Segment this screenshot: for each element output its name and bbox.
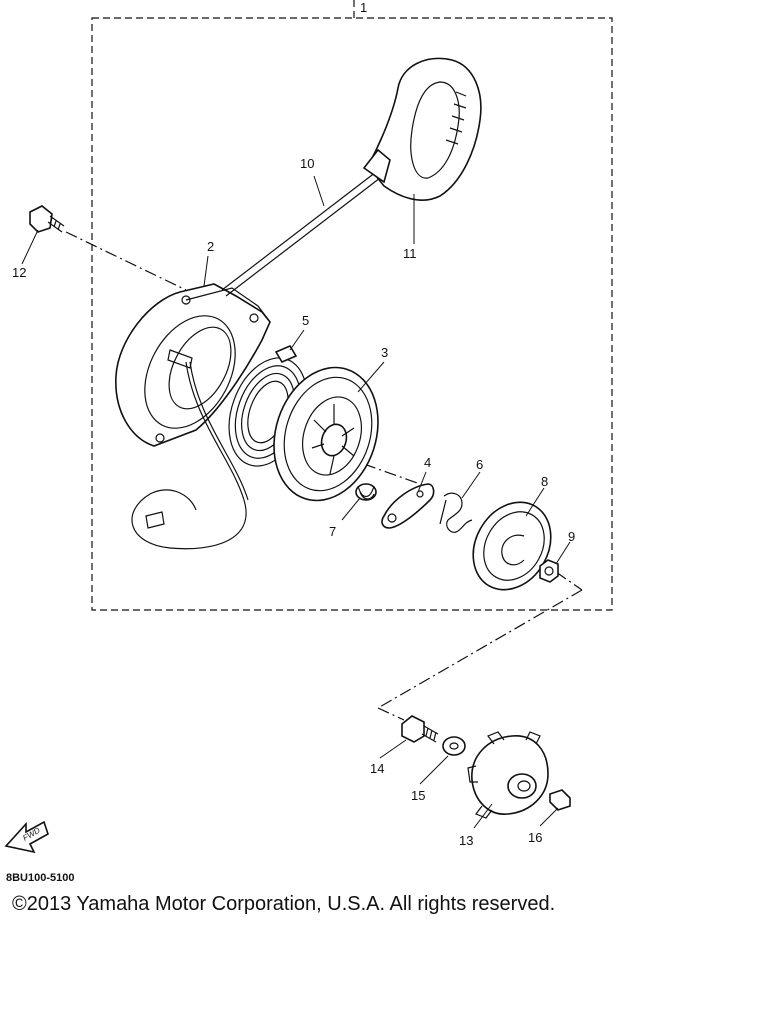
- nut-part-9: [539, 559, 559, 583]
- pulley-part-13: [467, 731, 549, 819]
- callout-14: 14: [370, 761, 384, 776]
- callout-labels: 1 2 3 4 5 6 7 8 9 10 11 12 13 14 15 16: [12, 0, 575, 848]
- leader-lines: [21, 175, 571, 829]
- clip-spring-part-6: [439, 492, 473, 533]
- callout-11: 11: [403, 246, 417, 261]
- drawing-code: 8BU100-5100: [6, 872, 75, 884]
- callout-5: 5: [302, 313, 309, 328]
- callout-1: 1: [360, 0, 367, 15]
- callout-10: 10: [300, 156, 314, 171]
- starter-rope-part-10: [131, 171, 381, 550]
- callout-6: 6: [476, 457, 483, 472]
- copyright-notice: ©2013 Yamaha Motor Corporation, U.S.A. A…: [12, 893, 556, 915]
- key-part-16: [549, 789, 571, 811]
- starter-case-part-2: [115, 283, 271, 447]
- washer-part-15: [442, 736, 466, 756]
- callout-8: 8: [541, 474, 548, 489]
- callout-15: 15: [411, 788, 425, 803]
- assembly-boundary: [91, 0, 613, 611]
- bolt-part-12: [29, 205, 65, 233]
- callout-7: 7: [329, 524, 336, 539]
- callout-2: 2: [207, 239, 214, 254]
- drive-plate-part-8: [472, 501, 552, 591]
- drive-pawl-part-4: [381, 483, 435, 529]
- callout-13: 13: [459, 833, 473, 848]
- fwd-arrow-icon: FWD: [4, 820, 49, 854]
- bolt-part-14: [401, 715, 439, 743]
- starter-handle-part-11: [362, 57, 482, 201]
- callout-3: 3: [381, 345, 388, 360]
- callout-12: 12: [12, 265, 26, 280]
- callout-9: 9: [568, 529, 575, 544]
- sheave-drum-part-3: [273, 366, 379, 502]
- guide-lines: [65, 231, 583, 721]
- callout-4: 4: [424, 455, 431, 470]
- callout-16: 16: [528, 830, 542, 845]
- drive-spring-part-7: [355, 483, 377, 501]
